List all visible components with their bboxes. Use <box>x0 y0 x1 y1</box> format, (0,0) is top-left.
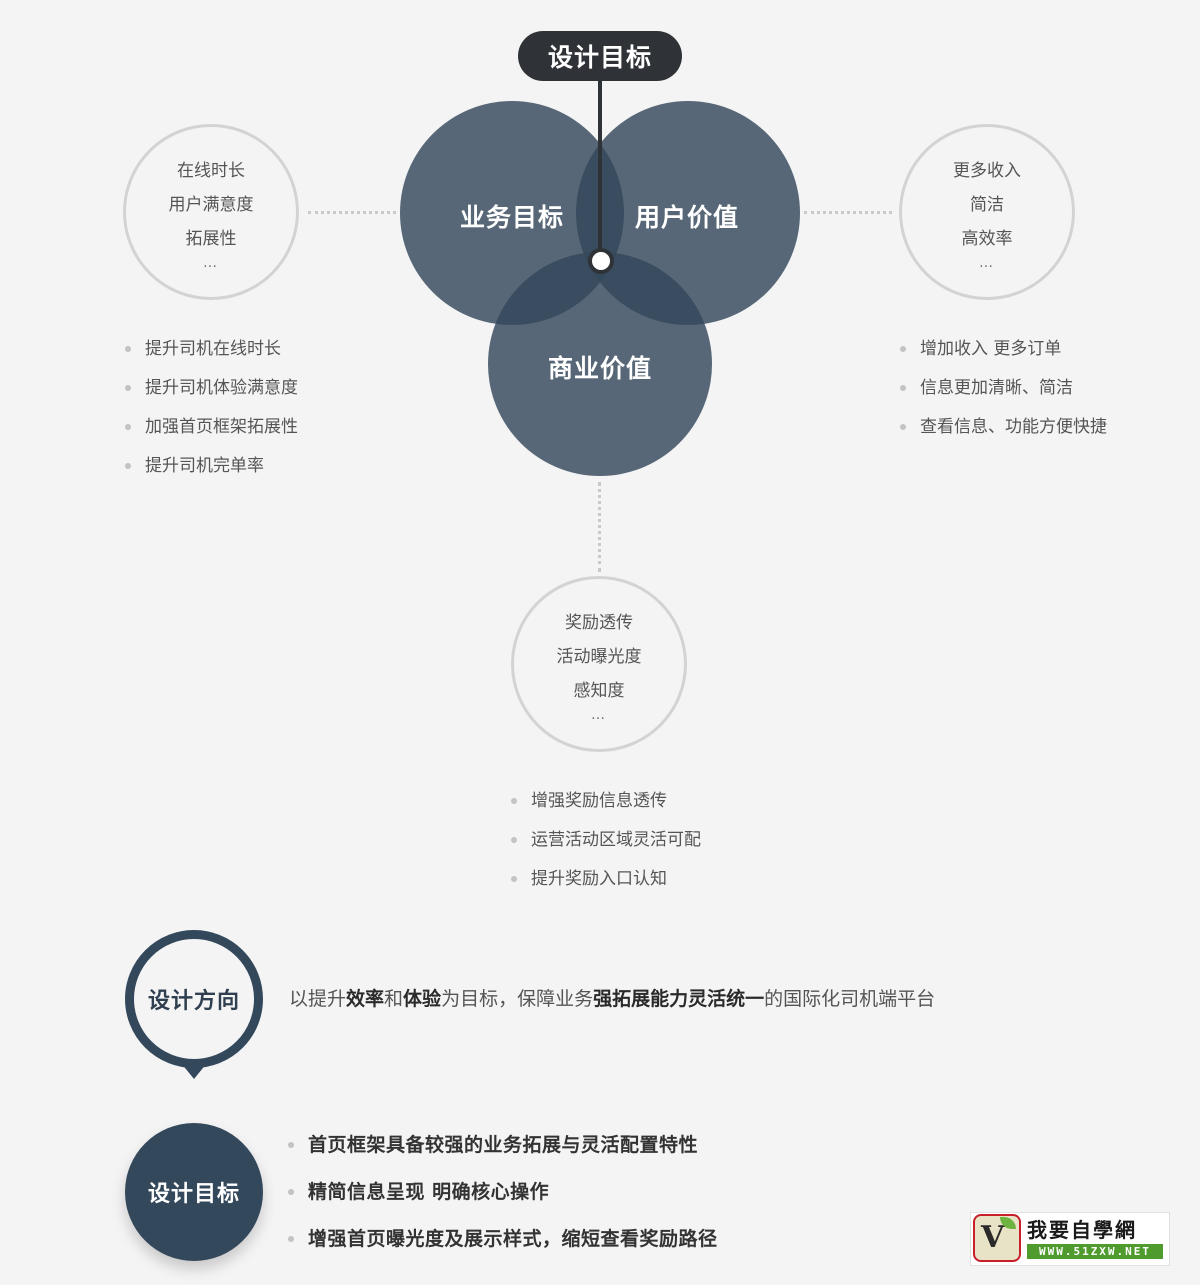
bottom-circle-line: 活动曝光度 <box>556 647 642 667</box>
direction-text-part: 以提升 <box>289 988 347 1010</box>
right-circle: 更多收入 简洁 高效率 … <box>899 124 1075 300</box>
top-title-pill: 设计目标 <box>518 31 682 81</box>
right-circle-line: 简洁 <box>970 195 1004 215</box>
direction-text-part: 和 <box>384 988 404 1010</box>
venn-label-user: 用户价值 <box>634 203 739 232</box>
list-item: 增加收入 更多订单 <box>900 338 1107 377</box>
left-circle-line: 在线时长 <box>177 161 245 181</box>
list-item: 提升司机完单率 <box>125 455 298 494</box>
design-goal-badge: 设计目标 <box>125 1123 263 1261</box>
right-dotted-connector <box>804 211 892 214</box>
right-circle-line: 更多收入 <box>953 161 1021 181</box>
list-item: 提升司机在线时长 <box>125 338 298 377</box>
design-direction-pointer <box>181 1063 207 1079</box>
venn-circle-commercial <box>488 252 712 476</box>
title-connector-dot <box>588 248 614 274</box>
left-circle: 在线时长 用户满意度 拓展性 … <box>123 124 299 300</box>
left-circle-line: 用户满意度 <box>168 195 254 215</box>
bottom-circle-ellipsis: … <box>591 707 607 723</box>
venn-diagram <box>400 101 800 476</box>
bottom-circle-line: 感知度 <box>573 681 625 701</box>
logo-url: WWW.51ZXW.NET <box>1027 1244 1163 1259</box>
left-circle-ellipsis: … <box>203 255 219 271</box>
left-dotted-connector <box>308 211 396 214</box>
list-item: 查看信息、功能方便快捷 <box>900 416 1107 455</box>
list-item: 运营活动区域灵活可配 <box>511 829 701 868</box>
logo-v-glyph: V <box>981 1220 1005 1255</box>
bottom-circle: 奖励透传 活动曝光度 感知度 … <box>511 576 687 752</box>
direction-text-part: 为目标，保障业务 <box>441 988 594 1010</box>
design-goal-list: 首页框架具备较强的业务拓展与灵活配置特性 精简信息呈现 明确核心操作 增强首页曝… <box>288 1133 718 1274</box>
direction-text-part: 的国际化司机端平台 <box>764 988 936 1010</box>
left-circle-line: 拓展性 <box>185 229 237 249</box>
bottom-circle-line: 奖励透传 <box>565 613 633 633</box>
venn-label-commercial: 商业价值 <box>547 354 652 383</box>
bottom-dotted-connector <box>598 482 601 572</box>
left-bullet-list: 提升司机在线时长 提升司机体验满意度 加强首页框架拓展性 提升司机完单率 <box>125 338 298 494</box>
leaf-icon <box>1000 1217 1016 1229</box>
list-item: 提升奖励入口认知 <box>511 868 701 907</box>
list-item: 增强首页曝光度及展示样式，缩短查看奖励路径 <box>288 1227 718 1274</box>
title-connector-line <box>598 80 602 250</box>
venn-label-business: 业务目标 <box>459 203 564 232</box>
list-item: 增强奖励信息透传 <box>511 790 701 829</box>
direction-text-emphasis: 效率 <box>346 988 385 1010</box>
direction-text-emphasis: 体验 <box>403 988 442 1010</box>
list-item: 提升司机体验满意度 <box>125 377 298 416</box>
design-direction-badge: 设计方向 <box>125 930 263 1068</box>
design-direction-text: 以提升效率和体验为目标，保障业务强拓展能力灵活统一的国际化司机端平台 <box>289 984 935 1011</box>
list-item: 加强首页框架拓展性 <box>125 416 298 455</box>
right-circle-line: 高效率 <box>961 229 1013 249</box>
direction-text-emphasis: 强拓展能力灵活统一 <box>593 988 765 1010</box>
right-circle-ellipsis: … <box>979 255 995 271</box>
list-item: 首页框架具备较强的业务拓展与灵活配置特性 <box>288 1133 718 1180</box>
logo-title: 我要自學網 <box>1027 1218 1137 1242</box>
right-bullet-list: 增加收入 更多订单 信息更加清晰、简洁 查看信息、功能方便快捷 <box>900 338 1107 455</box>
list-item: 精简信息呈现 明确核心操作 <box>288 1180 718 1227</box>
bottom-bullet-list: 增强奖励信息透传 运营活动区域灵活可配 提升奖励入口认知 <box>511 790 701 907</box>
list-item: 信息更加清晰、简洁 <box>900 377 1107 416</box>
logo-mark-icon <box>973 1214 1021 1262</box>
